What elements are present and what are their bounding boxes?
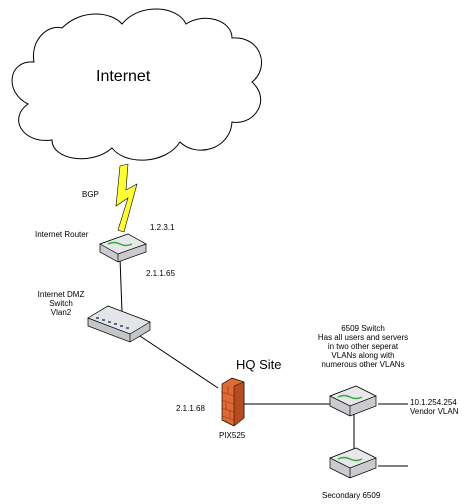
hq-site-label: HQ Site bbox=[236, 357, 282, 372]
firewall-name-label: PIX525 bbox=[219, 431, 246, 440]
firewall-icon bbox=[221, 377, 245, 427]
internet-router-label: Internet Router bbox=[35, 230, 89, 239]
bgp-lightning-bolt bbox=[115, 163, 138, 233]
switch-6509-line-3: in two other seperat bbox=[327, 342, 399, 351]
vendor-vlan-ip: 10.1.254.254 bbox=[410, 398, 457, 407]
router-ip-top: 1.2.3.1 bbox=[150, 223, 175, 232]
dmz-switch-label: Internet DMZ Switch Vlan2 bbox=[26, 290, 96, 317]
secondary-6509-icon bbox=[329, 447, 377, 479]
internet-cloud-label: Internet bbox=[96, 68, 151, 85]
vendor-vlan-label: Vendor VLAN bbox=[410, 407, 459, 416]
switch-6509-description: 6509 Switch Has all users and servers in… bbox=[300, 324, 426, 369]
internet-cloud bbox=[11, 8, 262, 161]
firewall-ip-label: 2.1.1.68 bbox=[176, 404, 205, 413]
bgp-label: BGP bbox=[82, 190, 99, 199]
switch-6509-line-4: VLANs along with bbox=[331, 351, 395, 360]
dmz-switch-icon bbox=[87, 305, 151, 343]
dmz-switch-label-line-1: Internet DMZ bbox=[37, 290, 85, 299]
switch-6509-line-5: numerous other VLANs bbox=[321, 360, 405, 369]
dmz-switch-label-line-3: Vlan2 bbox=[50, 308, 72, 317]
switch-6509-line-2: Has all users and servers bbox=[317, 333, 409, 342]
internet-router-icon bbox=[99, 233, 147, 263]
link-router-dmz bbox=[119, 257, 123, 313]
switch-6509-icon bbox=[329, 385, 377, 417]
switch-6509-line-1: 6509 Switch bbox=[341, 324, 385, 333]
secondary-6509-label: Secondary 6509 bbox=[322, 491, 381, 500]
link-dmz-firewall bbox=[139, 335, 219, 389]
router-ip-bottom: 2.1.1.65 bbox=[146, 269, 175, 278]
dmz-switch-label-line-2: Switch bbox=[49, 299, 73, 308]
